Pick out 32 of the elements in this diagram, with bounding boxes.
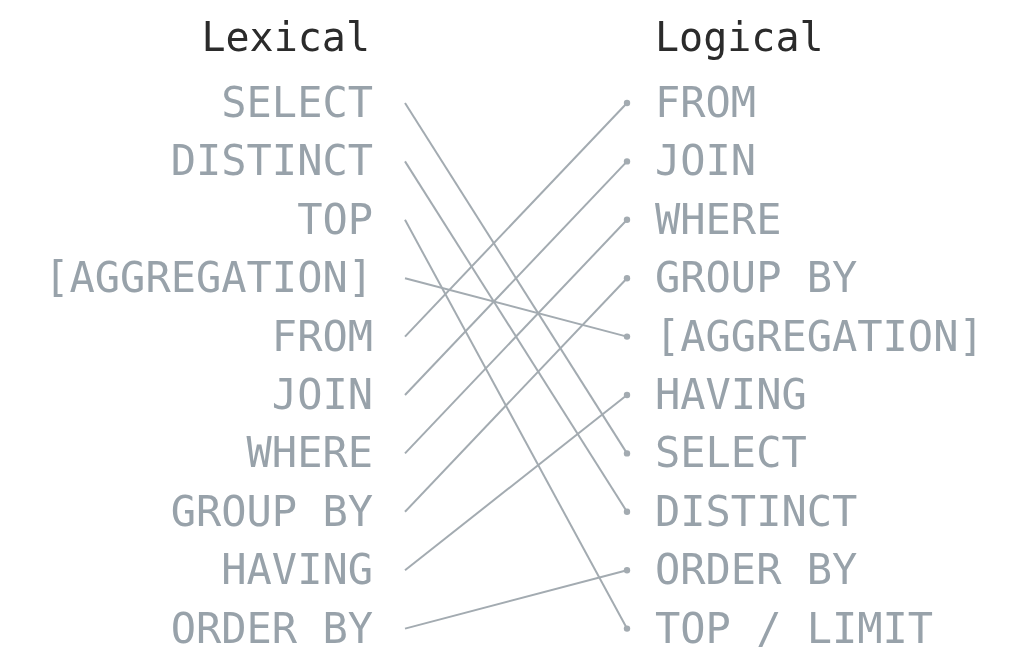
keyword-text: HAVING	[221, 549, 405, 592]
keyword-text: GROUP BY	[627, 257, 858, 300]
keyword-text: WHERE	[627, 198, 782, 241]
keyword-text: TOP / LIMIT	[627, 607, 934, 650]
keyword-text: [AGGREGATION]	[627, 315, 984, 358]
connector-line	[404, 567, 631, 630]
keyword-text: DISTINCT	[170, 140, 405, 183]
keyword-text: FROM	[271, 315, 405, 358]
connector-line	[404, 102, 631, 457]
keyword-text: FROM	[627, 82, 757, 124]
keyword-text: SELECT	[627, 432, 807, 475]
keyword-text: [AGGREGATION]	[44, 257, 405, 300]
keyword-text: ORDER BY	[627, 549, 858, 592]
keyword-text: TOP	[297, 198, 405, 241]
keyword-text: DISTINCT	[627, 490, 858, 533]
column-heading: Logical	[655, 14, 824, 60]
keyword-text: JOIN	[271, 374, 405, 416]
connector-line	[404, 275, 631, 513]
connector-line	[404, 218, 631, 632]
keyword-text: SELECT	[221, 82, 405, 124]
keyword-text: HAVING	[627, 374, 807, 416]
connector-line	[404, 160, 631, 515]
keyword-text: JOIN	[627, 140, 757, 183]
keyword-text: GROUP BY	[170, 490, 405, 533]
keyword-text: WHERE	[246, 432, 405, 475]
connector-line	[404, 391, 631, 572]
column-heading: Lexical	[201, 14, 370, 60]
connector-line	[404, 216, 631, 455]
connector-line	[404, 99, 631, 338]
connector-line	[404, 277, 631, 340]
connector-line	[404, 158, 631, 396]
keyword-text: ORDER BY	[170, 607, 405, 650]
